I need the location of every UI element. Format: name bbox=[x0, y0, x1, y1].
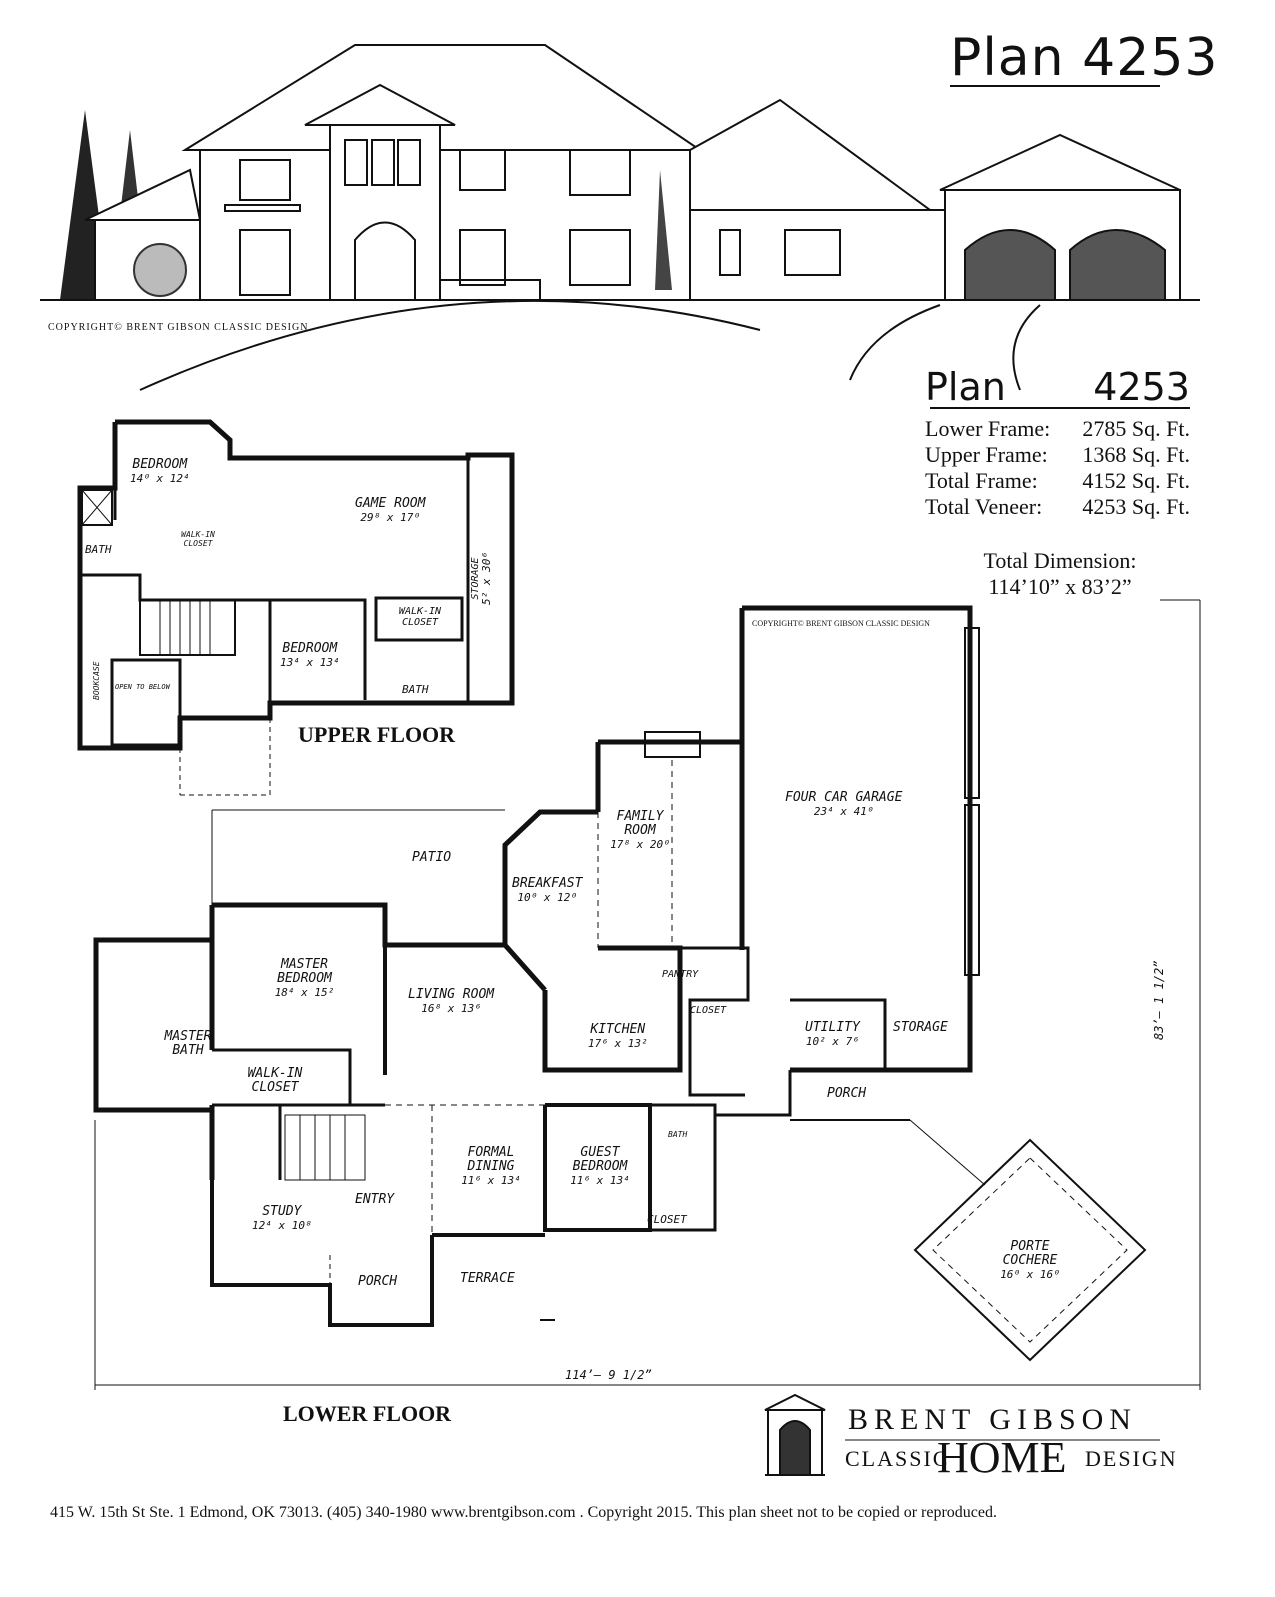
footer-text: 415 W. 15th St Ste. 1 Edmond, OK 73013. … bbox=[50, 1504, 998, 1521]
summary-plan-number: 4253 bbox=[1093, 365, 1190, 409]
dimension-width: 114’– 9 1/2” bbox=[565, 1368, 652, 1382]
room-closet-kitchen: CLOSET bbox=[690, 1005, 727, 1016]
room-open-to-below: OPEN TO BELOW bbox=[115, 683, 170, 691]
room-porch-front: PORCH bbox=[358, 1274, 398, 1289]
room-closet-guest: CLOSET bbox=[647, 1213, 687, 1226]
sqft-row: Upper Frame:1368 Sq. Ft. bbox=[925, 442, 1190, 467]
room-bath-lower: BATH bbox=[668, 1130, 688, 1139]
sqft-row: Lower Frame:2785 Sq. Ft. bbox=[925, 416, 1190, 441]
room-bath-upper-2: BATH bbox=[402, 683, 429, 696]
sqft-row: Total Veneer:4253 Sq. Ft. bbox=[925, 494, 1190, 519]
room-master-bath: MASTER BATH bbox=[164, 1029, 212, 1058]
logo-emblem bbox=[764, 1393, 1160, 1476]
house-elevation-drawing bbox=[40, 44, 1200, 409]
lower-floor-plan bbox=[93, 599, 1201, 1390]
room-walkin-closet-upper-2: WALK-IN CLOSET bbox=[398, 606, 442, 628]
summary-block: Plan 4253 Lower Frame:2785 Sq. Ft. Upper… bbox=[925, 366, 1190, 520]
summary-plan-word: Plan bbox=[925, 365, 1006, 409]
garage-copyright: COPYRIGHT© BRENT GIBSON CLASSIC DESIGN bbox=[752, 619, 930, 628]
room-entry: ENTRY bbox=[355, 1192, 395, 1207]
upper-floor-label: UPPER FLOOR bbox=[298, 722, 456, 747]
room-walkin-closet-upper-1: WALK-IN CLOSET bbox=[181, 530, 215, 548]
total-dimension: Total Dimension: 114’10” x 83’2” bbox=[983, 548, 1137, 599]
logo-brand-name: BRENT GIBSON bbox=[848, 1403, 1137, 1436]
elevation-copyright: COPYRIGHT© BRENT GIBSON CLASSIC DESIGN bbox=[48, 322, 309, 333]
upper-floor-plan bbox=[77, 419, 515, 796]
room-bath-upper-1: BATH bbox=[85, 543, 112, 556]
room-storage-lower: STORAGE bbox=[893, 1020, 948, 1035]
plan-title: Plan 4253 bbox=[950, 28, 1219, 88]
room-porch-side: PORCH bbox=[827, 1086, 867, 1101]
lower-floor-label: LOWER FLOOR bbox=[283, 1401, 452, 1426]
room-bookcase: BOOKCASE bbox=[92, 661, 101, 700]
logo-design: DESIGN bbox=[1085, 1446, 1178, 1471]
room-walkin-closet-lower: WALK-IN CLOSET bbox=[247, 1066, 303, 1095]
sqft-row: Total Frame:4152 Sq. Ft. bbox=[925, 468, 1190, 493]
logo-classic: CLASSIC bbox=[845, 1446, 950, 1471]
room-terrace: TERRACE bbox=[460, 1271, 515, 1286]
dimension-depth: 83’– 1 1/2” bbox=[1152, 960, 1166, 1040]
sqft-table: Lower Frame:2785 Sq. Ft. Upper Frame:136… bbox=[925, 416, 1190, 520]
room-pantry: PANTRY bbox=[662, 969, 699, 980]
room-patio: PATIO bbox=[412, 850, 452, 865]
logo-home: HOME bbox=[937, 1433, 1067, 1482]
